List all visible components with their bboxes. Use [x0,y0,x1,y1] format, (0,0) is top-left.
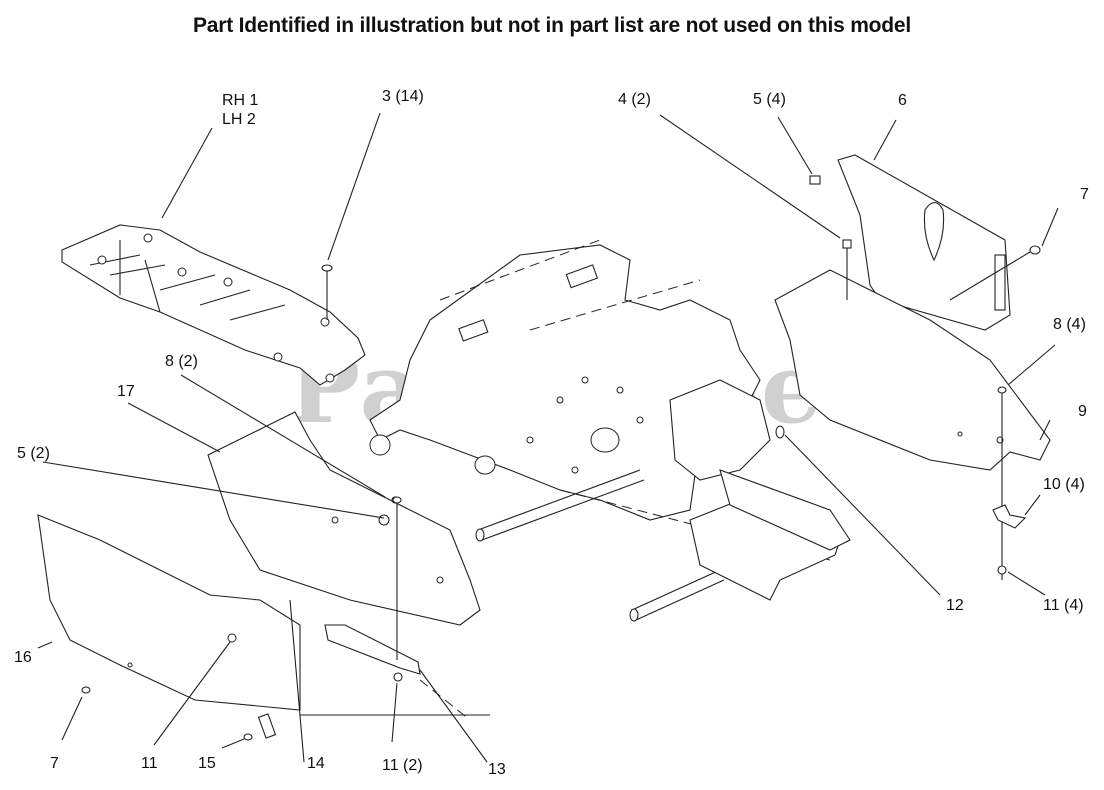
callout-11-right: 11 (4) [1043,597,1084,614]
diagram-title: Part Identified in illustration but not … [192,14,912,37]
callout-4: 4 (2) [618,91,651,108]
callout-13: 13 [488,761,506,778]
callout-9: 9 [1078,403,1087,420]
callout-17: 17 [117,383,135,400]
leader-lines [37,112,1059,763]
callout-12: 12 [946,597,964,614]
callout-8-right: 8 (4) [1053,316,1086,333]
callout-16: 16 [14,649,32,666]
callout-7-right: 7 [1080,186,1089,203]
callout-11-left: 11 [141,755,158,772]
main-frame-part [369,239,831,561]
bracket-part-13 [300,624,490,721]
callout-rh1: RH 1 [222,92,259,109]
callout-5-top: 5 (4) [753,91,786,108]
panel-part-6 [837,154,1011,331]
callout-7-left: 7 [50,755,59,772]
shield-part-16 [37,514,301,711]
callout-8-left: 8 (2) [165,353,198,370]
callout-3: 3 (14) [382,88,424,105]
callout-10: 10 (4) [1043,476,1085,493]
callout-14: 14 [307,755,325,772]
callout-lh2: LH 2 [222,111,256,128]
floor-plate-part [61,224,366,386]
callout-15: 15 [198,755,216,772]
fasteners [81,175,1041,741]
axle-tubes [475,469,851,622]
callout-5-left: 5 (2) [17,445,50,462]
callout-11-bottom: 11 (2) [382,757,423,774]
callout-6: 6 [898,92,907,109]
panel-part-9 [774,269,1051,471]
